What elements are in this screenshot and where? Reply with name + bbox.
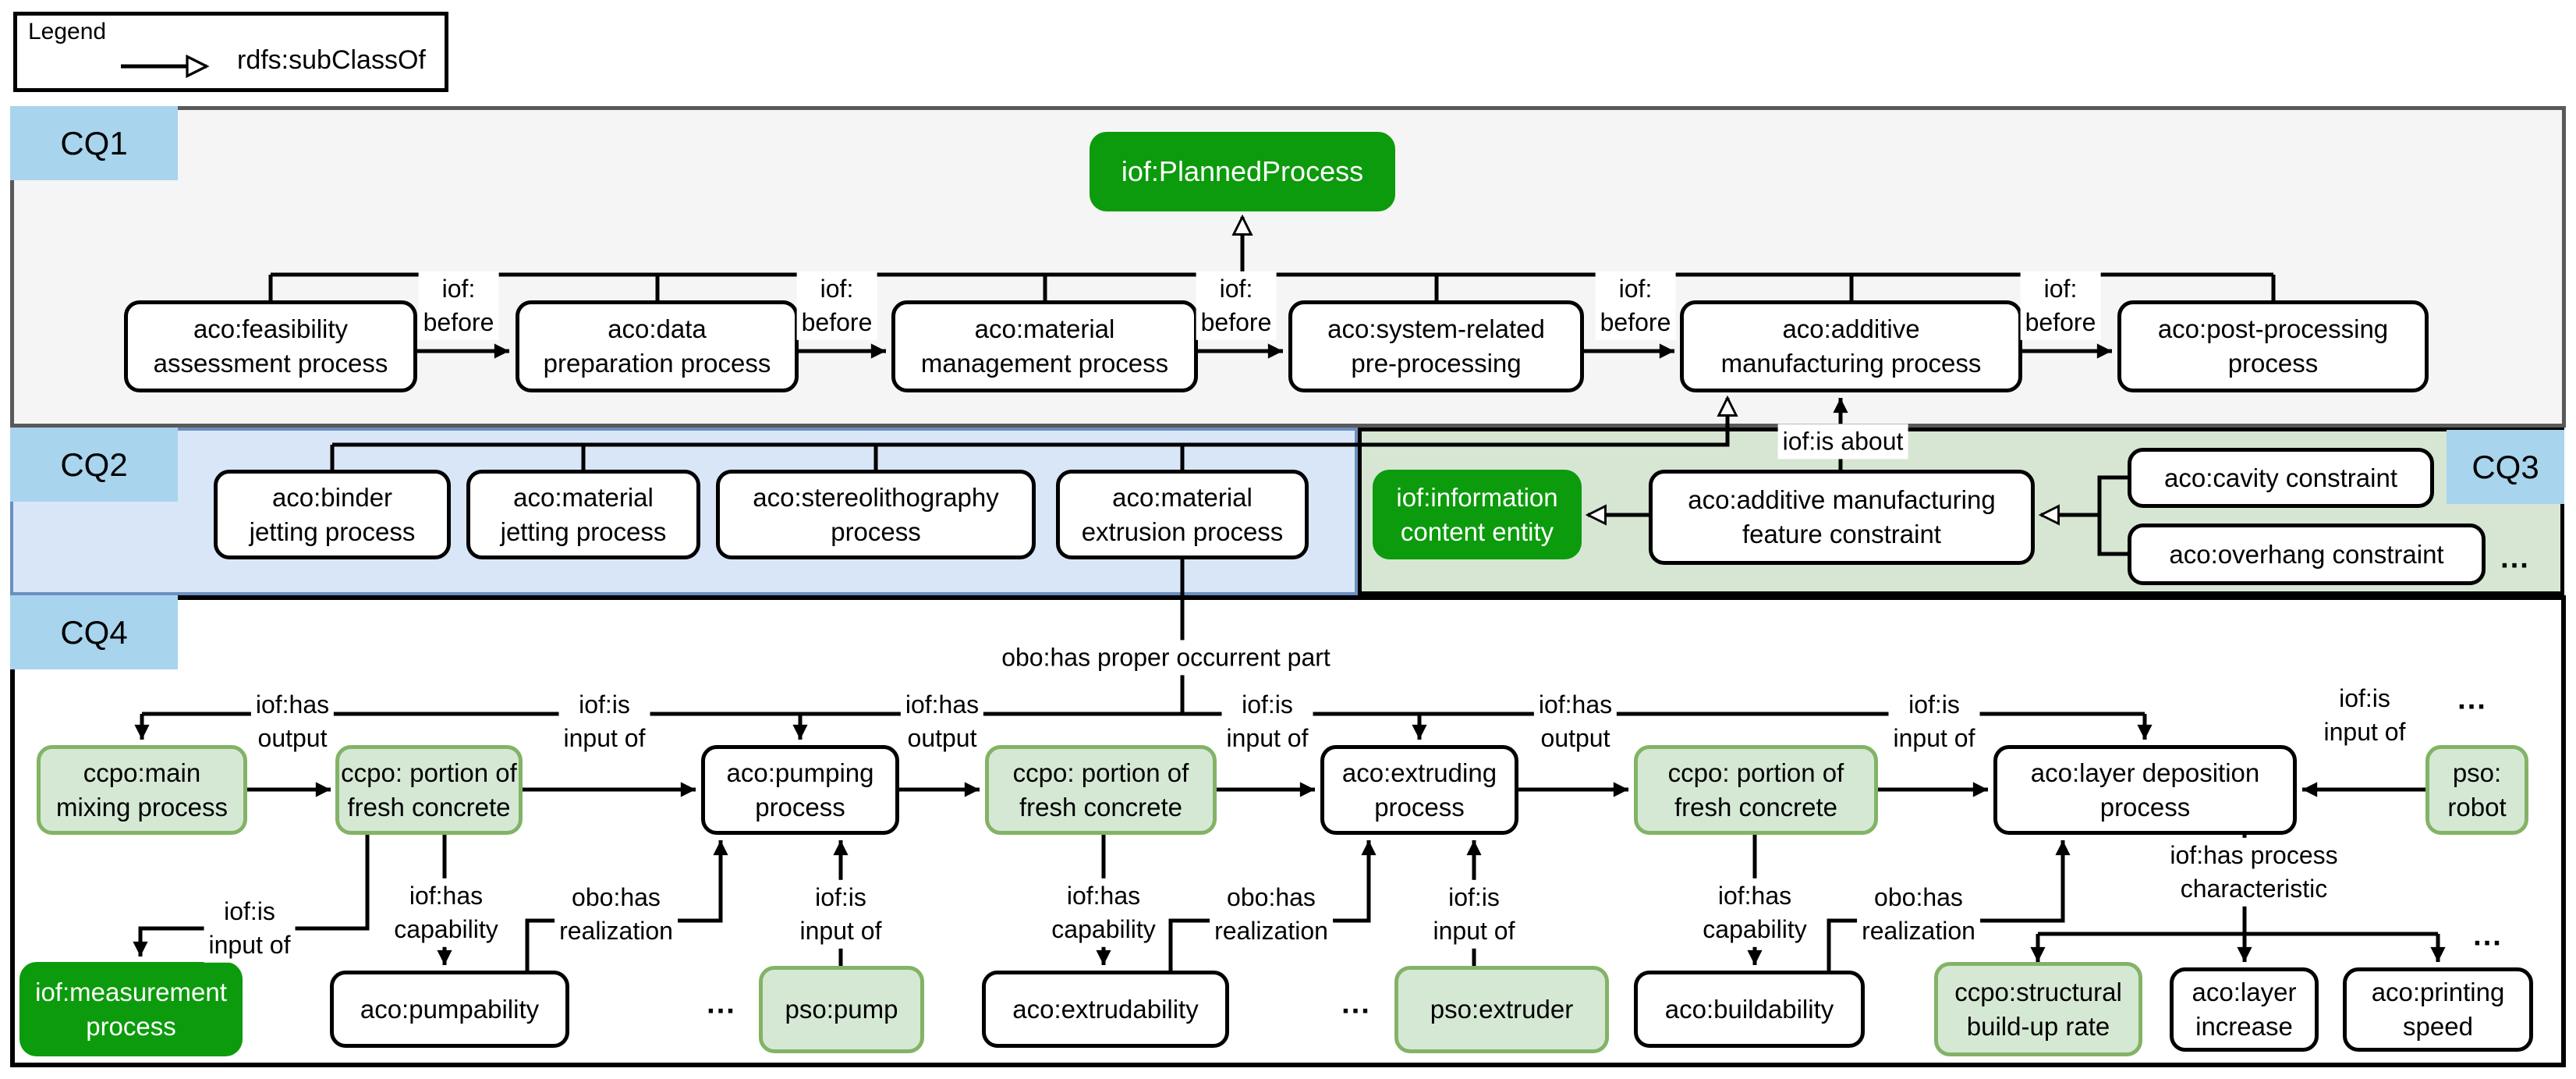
dots-robot: ... xyxy=(2457,683,2487,716)
node-pump: pso:pump xyxy=(759,966,924,1053)
subclassof-arrow-icon xyxy=(121,47,216,86)
label-is-input-of-pump: iof:is input of xyxy=(795,879,887,949)
label-is-input-of-2: iof:is input of xyxy=(1221,687,1313,757)
label-has-process-characteristic: iof:has process characteristic xyxy=(2092,837,2415,907)
label-has-capability-2: iof:has capability xyxy=(1047,878,1160,948)
cq1-tag: CQ1 xyxy=(10,106,178,180)
label-has-proper-occurrent-part: obo:has proper occurrent part xyxy=(997,640,1335,676)
label-before-2: iof: before xyxy=(796,271,877,341)
node-feasibility-assessment: aco:feasibility assessment process xyxy=(124,300,417,392)
node-stereolithography: aco:stereolithography process xyxy=(716,470,1036,559)
label-has-output-2: iof:has output xyxy=(900,687,984,757)
node-structural-buildup-rate: ccpo:structural build-up rate xyxy=(1934,962,2142,1056)
node-pumping-process: aco:pumping process xyxy=(701,745,899,835)
node-fresh-concrete-3: ccpo: portion of fresh concrete xyxy=(1634,745,1878,835)
label-is-input-of-measurement: iof:is input of xyxy=(204,893,296,964)
node-fresh-concrete-1: ccpo: portion of fresh concrete xyxy=(335,745,523,835)
label-is-input-of-3: iof:is input of xyxy=(1888,687,1980,757)
label-has-realization-1: obo:has realization xyxy=(555,879,678,949)
node-robot: pso: robot xyxy=(2425,745,2528,835)
edge-cavity-overhang-bracket xyxy=(2097,475,2128,556)
node-buildability: aco:buildability xyxy=(1634,971,1865,1048)
node-main-mixing: ccpo:main mixing process xyxy=(37,745,247,835)
label-is-input-of-extruder: iof:is input of xyxy=(1428,879,1520,949)
legend: Legend rdfs:subClassOf xyxy=(13,12,448,92)
label-before-5: iof: before xyxy=(2020,271,2101,341)
node-printing-speed: aco:printing speed xyxy=(2343,967,2533,1052)
node-extruding-process: aco:extruding process xyxy=(1320,745,1518,835)
label-has-output-3: iof:has output xyxy=(1533,687,1618,757)
dots-overhang: ... xyxy=(2500,541,2530,575)
label-has-capability-1: iof:has capability xyxy=(389,878,503,948)
label-is-about: iof:is about xyxy=(1777,424,1908,460)
label-is-input-of-robot: iof:is input of xyxy=(2319,680,2411,751)
node-planned-process: iof:PlannedProcess xyxy=(1090,132,1395,211)
label-is-input-of-1: iof:is input of xyxy=(558,687,650,757)
node-layer-deposition: aco:layer deposition process xyxy=(1993,745,2297,835)
node-binder-jetting: aco:binder jetting process xyxy=(214,470,451,559)
node-cavity-constraint: aco:cavity constraint xyxy=(2128,448,2434,508)
node-data-preparation: aco:data preparation process xyxy=(516,300,799,392)
label-before-3: iof: before xyxy=(1196,271,1277,341)
cq2-tag: CQ2 xyxy=(10,428,178,502)
node-layer-increase: aco:layer increase xyxy=(2170,967,2319,1052)
node-material-management: aco:material management process xyxy=(891,300,1198,392)
cq3-tag: CQ3 xyxy=(2447,430,2564,504)
cq4-tag: CQ4 xyxy=(10,595,178,669)
node-pumpability: aco:pumpability xyxy=(330,971,569,1048)
label-before-1: iof: before xyxy=(418,271,499,341)
node-system-related-preprocessing: aco:system-related pre-processing xyxy=(1288,300,1584,392)
node-material-jetting: aco:material jetting process xyxy=(466,470,700,559)
node-overhang-constraint: aco:overhang constraint xyxy=(2128,524,2486,585)
label-has-realization-2: obo:has realization xyxy=(1210,879,1333,949)
node-extruder: pso:extruder xyxy=(1394,966,1609,1053)
edge-cq2-bus-subclass xyxy=(332,398,1727,447)
dots-pump: ... xyxy=(707,987,736,1020)
node-extrudability: aco:extrudability xyxy=(982,971,1229,1048)
label-has-capability-3: iof:has capability xyxy=(1698,878,1812,948)
dots-characteristic: ... xyxy=(2473,919,2503,953)
node-measurement-process: iof:measurement process xyxy=(19,962,243,1056)
node-material-extrusion: aco:material extrusion process xyxy=(1056,470,1309,559)
legend-title: Legend xyxy=(28,19,107,44)
node-information-content-entity: iof:information content entity xyxy=(1373,470,1582,559)
dots-extruder: ... xyxy=(1341,987,1371,1020)
legend-relation-label: rdfs:subClassOf xyxy=(237,45,426,75)
node-post-processing: aco:post-processing process xyxy=(2117,300,2429,392)
label-has-output-1: iof:has output xyxy=(250,687,335,757)
label-has-realization-3: obo:has realization xyxy=(1857,879,1980,949)
node-am-feature-constraint: aco:additive manufacturing feature const… xyxy=(1649,470,2035,565)
node-additive-manufacturing: aco:additive manufacturing process xyxy=(1680,300,2022,392)
node-fresh-concrete-2: ccpo: portion of fresh concrete xyxy=(985,745,1217,835)
label-before-4: iof: before xyxy=(1595,271,1676,341)
